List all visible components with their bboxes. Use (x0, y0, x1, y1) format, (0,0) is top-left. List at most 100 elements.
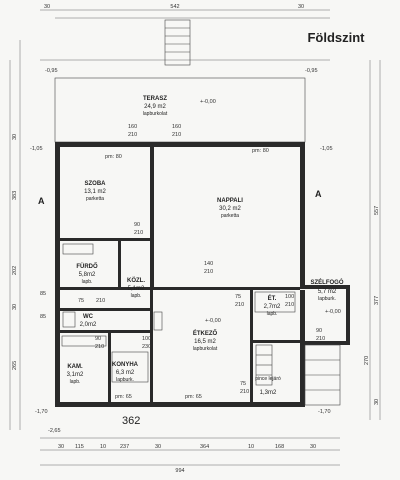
door-dim: 100 (142, 336, 151, 342)
dim-text: 10 (100, 444, 106, 450)
dim-text: 30 (310, 444, 316, 450)
door-dim: 160 (128, 124, 137, 130)
dim-text: 377 (374, 296, 380, 305)
dim-text: 30 (374, 399, 380, 405)
room-area: 5,7 m2 (318, 289, 337, 295)
room-material: lapburkolat (143, 111, 168, 117)
room-material: lapb. (131, 293, 142, 299)
room-name: pince lejáró (255, 376, 281, 382)
room-name: KAM. (67, 364, 83, 370)
sink (153, 311, 163, 331)
level-right-mid: -1,05 (320, 146, 333, 152)
door-dim: 210 (96, 298, 105, 304)
plan-title: Földszint (307, 30, 365, 45)
dim-text: 168 (275, 444, 284, 450)
dim-text: 557 (374, 206, 380, 215)
door-dim: 230 (142, 344, 151, 350)
room-area: 5,1m2 (128, 286, 145, 292)
level-dining: +-0,00 (205, 318, 221, 324)
pantry-shelf (254, 291, 296, 313)
room-kozl: KÖZL. 5,1m2 lapb. (127, 277, 145, 299)
room-furdo: FÜRDŐ 5,8m2 lapb. (76, 263, 98, 285)
room-name: NAPPALI (217, 198, 243, 204)
kitchen-unit (111, 351, 149, 383)
room-material: parketta (86, 196, 104, 202)
door-dim: 210 (95, 344, 104, 350)
wc-fixture (62, 311, 76, 328)
door-dim: 75 (240, 381, 246, 387)
dimension-lines (9, 9, 381, 466)
room-name: KÖZL. (127, 277, 145, 284)
room-wc: WC 2,0m2 (80, 314, 97, 328)
room-kam: KAM. 3,1m2 lapb. (67, 364, 84, 385)
handwritten-dim: 362 (122, 415, 140, 427)
dim-total: 994 (175, 468, 184, 474)
level-left-top: -0,95 (45, 68, 58, 74)
door-dim: 75 (235, 294, 241, 300)
room-terrace: TERASZ 24,9 m2 lapburkolat (143, 96, 168, 117)
door-dim: 210 (235, 302, 244, 308)
room-labels: TERASZ 24,9 m2 lapburkolat SZOBA 13,1 m2… (67, 96, 344, 396)
level-right-top: -0,95 (305, 68, 318, 74)
dim-text: 270 (364, 356, 370, 365)
door-dim: 75 (78, 298, 84, 304)
room-et: ÉT. 2,7m2 lapb. (264, 294, 281, 317)
door-dim: 90 (95, 336, 101, 342)
room-name: ÉTKEZŐ (193, 329, 218, 337)
dim-text: 30 (44, 4, 50, 10)
fixtures (61, 243, 341, 406)
section-marker-left: A (38, 196, 45, 206)
bottom-dimensions: 30 115 10 237 30 364 10 168 30 994 362 (58, 415, 316, 474)
top-dimensions: 30 542 30 (44, 4, 304, 10)
room-material: lapb. (267, 311, 278, 317)
door-dim: 210 (240, 389, 249, 395)
dim-text: 30 (298, 4, 304, 10)
room-area: 24,9 m2 (144, 104, 166, 110)
room-area: 1,3m2 (260, 390, 277, 396)
door-dim: 210 (172, 132, 181, 138)
dim-text: 364 (200, 444, 209, 450)
dim-text: 542 (170, 4, 179, 10)
room-area: 2,7m2 (264, 304, 281, 310)
room-etkezo: ÉTKEZŐ 16,5 m2 lapburkolat (193, 329, 218, 352)
interior-walls (60, 147, 300, 402)
room-material: lapb. (70, 379, 81, 385)
level-annotations: +-0,00 -0,95 -0,95 -1,05 -1,05 +-0,00 +-… (30, 68, 341, 434)
level-terrace: +-0,00 (200, 99, 216, 105)
room-material: lapburk. (318, 296, 336, 302)
door-dim: 90 (134, 222, 140, 228)
room-area: 30,2 m2 (219, 206, 241, 212)
door-dim: 210 (128, 132, 137, 138)
room-area: 2,0m2 (80, 322, 97, 328)
dim-text: 383 (12, 191, 18, 200)
room-area: 3,1m2 (67, 372, 84, 378)
level-left-mid: -1,05 (30, 146, 43, 152)
door-dim: 210 (316, 336, 325, 342)
bathtub (62, 243, 94, 255)
level-bottom: -2,65 (48, 428, 61, 434)
door-dim: 140 (204, 261, 213, 267)
outer-walls (55, 142, 350, 407)
dim-text: 30 (155, 444, 161, 450)
room-szelfogo: SZÉLFOGÓ 5,7 m2 lapburk. (311, 278, 344, 302)
parapet-label: pm: 65 (115, 394, 132, 400)
room-name: WC (83, 314, 94, 320)
room-nappali: NAPPALI 30,2 m2 parketta (217, 198, 243, 219)
section-marker-right: A (315, 189, 322, 199)
dim-text: 10 (248, 444, 254, 450)
room-szoba: SZOBA 13,1 m2 parketta (84, 181, 106, 202)
room-area: 6,3 m2 (116, 370, 135, 376)
door-dim: 210 (204, 269, 213, 275)
room-area: 5,8m2 (79, 272, 96, 278)
door-dim: 85 (40, 314, 46, 320)
room-area: 13,1 m2 (84, 189, 106, 195)
room-material: lapburk. (116, 377, 134, 383)
room-name: KONYHA (112, 362, 139, 368)
door-dim: 100 (285, 294, 294, 300)
level-entry: +-0,00 (325, 309, 341, 315)
door-dimensions: 160 210 160 210 90 210 140 210 75 210 90… (40, 124, 325, 395)
parapet-labels: pm: 80 pm: 80 pm: 65 pm: 65 (105, 148, 269, 400)
room-name: SZÉLFOGÓ (311, 278, 344, 286)
